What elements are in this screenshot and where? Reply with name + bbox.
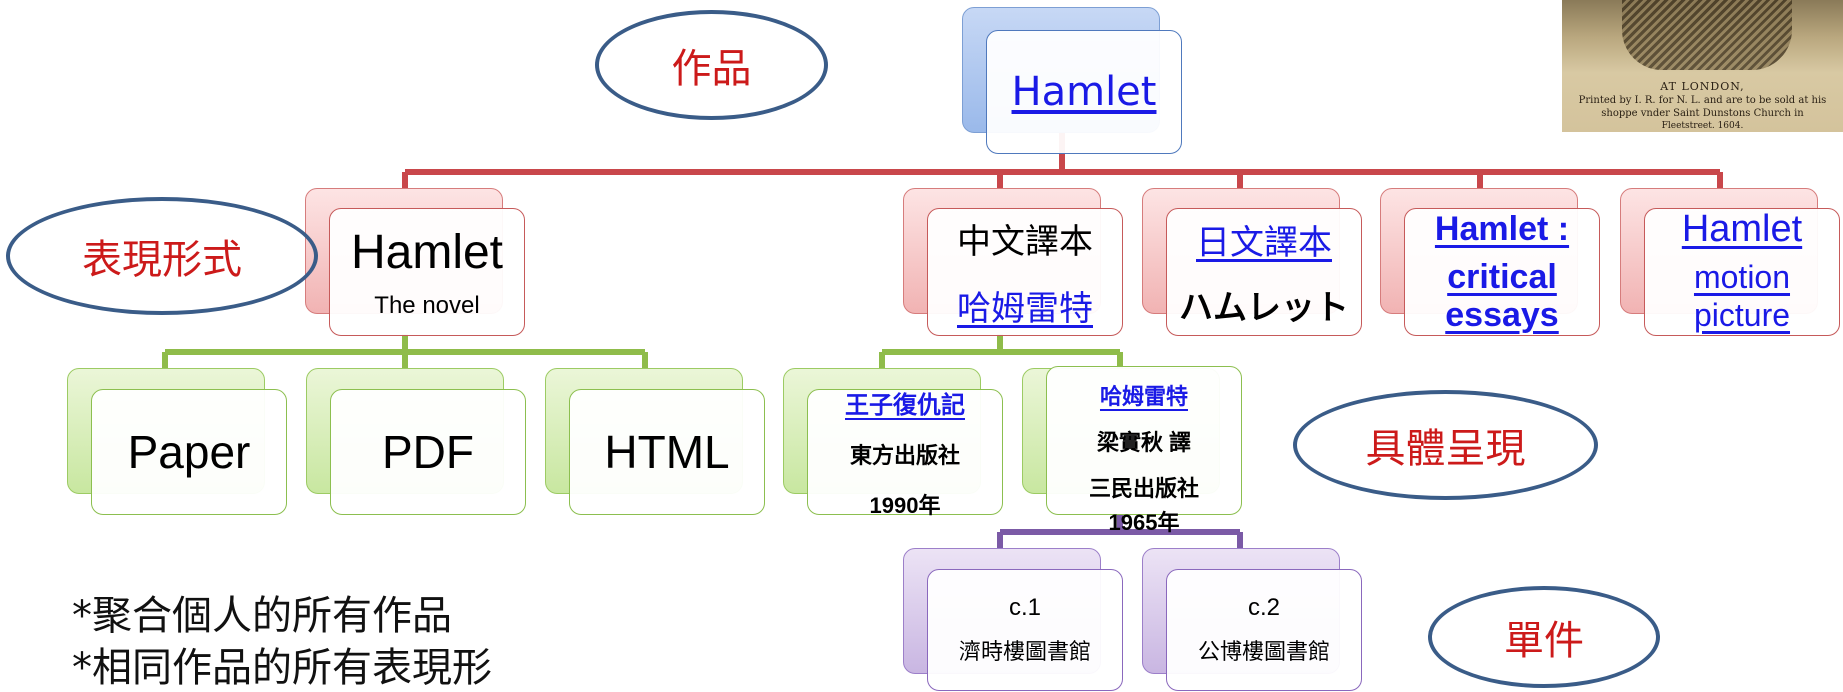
manifestation-paper: Paper	[67, 368, 287, 515]
item-c1: c.1 濟時樓圖書館	[903, 548, 1123, 691]
note-line-2: *相同作品的所有表現形	[72, 645, 492, 691]
book-line-1: AT LONDON,	[1660, 80, 1745, 93]
chinese-connector	[879, 334, 1123, 372]
item-c2-copy: c.2	[1247, 594, 1280, 621]
novel-connector	[162, 334, 648, 372]
manifestation-html: HTML	[545, 368, 765, 515]
expression-chinese-link[interactable]: 哈姆雷特	[957, 289, 1093, 329]
manifestation-1965-year: 1965年	[1108, 510, 1180, 535]
level-label-expression: 表現形式	[6, 197, 318, 315]
level-label-work: 作品	[595, 10, 828, 120]
manifestation-1965-publisher: 三民出版社	[1088, 476, 1199, 501]
expression-motion-line3[interactable]: picture	[1693, 297, 1791, 333]
manifestation-1990-publisher: 東方出版社	[849, 442, 960, 468]
expression-novel-subtitle: The novel	[374, 291, 480, 319]
hamlet-title-page-image: AT LONDON, Printed by I. R. for N. L. an…	[1562, 0, 1843, 132]
expression-motion-line2[interactable]: motion	[1693, 259, 1791, 295]
item-c1-library: 濟時樓圖書館	[958, 640, 1091, 665]
engraving-ornament	[1622, 0, 1792, 70]
book-line-4: Fleetstreet. 1604.	[1661, 121, 1744, 131]
item-c1-copy: c.1	[1008, 594, 1041, 621]
manifestation-1965-title[interactable]: 哈姆雷特	[1099, 384, 1188, 409]
manifestation-1990-year: 1990年	[869, 492, 941, 518]
book-line-2: Printed by I. R. for N. L. and are to be…	[1578, 95, 1827, 106]
expression-chinese: 中文譯本 哈姆雷特	[903, 188, 1123, 336]
expression-japanese-subtitle: ハムレット	[1179, 289, 1349, 327]
manifestation-1990-title[interactable]: 王子復仇記	[845, 391, 965, 419]
expression-critical-line2[interactable]: critical	[1447, 258, 1557, 296]
item-connector	[997, 515, 1243, 550]
expression-motion: Hamlet motion picture	[1620, 188, 1840, 336]
book-line-3: shoppe vnder Saint Dunstons Church in	[1601, 108, 1804, 119]
expression-critical-line3[interactable]: essays	[1445, 296, 1559, 334]
expression-critical: Hamlet : critical essays	[1380, 188, 1600, 336]
expression-novel-title: Hamlet	[350, 225, 504, 279]
expression-chinese-title: 中文譯本	[957, 222, 1093, 262]
expression-japanese: 日文譯本 ハムレット	[1142, 188, 1362, 336]
manifestation-1965: 哈姆雷特 梁實秋 譯 三民出版社 1965年	[1022, 366, 1242, 535]
level-label-item: 單件	[1428, 586, 1660, 688]
item-c2-library: 公博樓圖書館	[1197, 640, 1330, 665]
expression-japanese-link[interactable]: 日文譯本	[1196, 223, 1332, 263]
level-label-manifestation: 具體呈現	[1293, 390, 1598, 500]
expression-novel: Hamlet The novel	[305, 188, 525, 336]
manifestation-html-label: HTML	[604, 426, 730, 478]
work-node: Hamlet	[962, 7, 1182, 154]
expression-critical-line1[interactable]: Hamlet :	[1434, 210, 1570, 248]
manifestation-pdf-label: PDF	[382, 426, 474, 478]
manifestation-1965-translator: 梁實秋 譯	[1096, 430, 1192, 455]
manifestation-pdf: PDF	[306, 368, 526, 515]
manifestation-1990: 王子復仇記 東方出版社 1990年	[783, 368, 1003, 518]
expression-motion-line1[interactable]: Hamlet	[1681, 208, 1803, 250]
item-c2: c.2 公博樓圖書館	[1142, 548, 1362, 691]
work-title-link[interactable]: Hamlet	[1011, 69, 1157, 115]
manifestation-paper-label: Paper	[127, 426, 251, 478]
note-line-1: *聚合個人的所有作品	[72, 593, 452, 639]
